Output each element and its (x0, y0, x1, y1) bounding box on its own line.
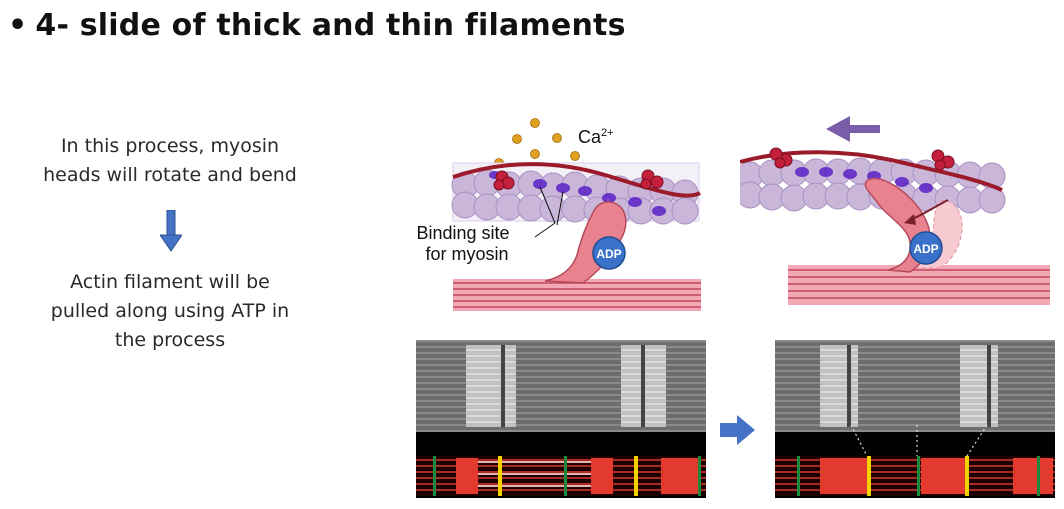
title-bullet: • (8, 8, 28, 43)
myosin-bend-diagram: ADP (740, 116, 1050, 305)
direction-arrow-icon (826, 116, 880, 142)
process-description: In this process, myosin heads will rotat… (20, 132, 320, 190)
right-arrow-icon (720, 415, 755, 445)
slide-title: •4- slide of thick and thin filaments (8, 8, 626, 43)
description-line-5: the process (114, 329, 226, 351)
myosin-head-previous (908, 200, 963, 269)
sarcomere-schematic-relaxed (416, 456, 706, 496)
description-line-2: heads will rotate and bend (43, 164, 297, 186)
tropomyosin-strand (452, 162, 701, 198)
binding-site-label-2: for myosin (425, 244, 508, 264)
binding-site-label: Binding site (416, 223, 509, 243)
sarcomere-schematic-contracted (775, 456, 1055, 496)
description-line-3: Actin filament will be (70, 271, 270, 293)
rotation-arrowhead-icon (904, 214, 916, 225)
actin-description: Actin filament will be pulled along usin… (20, 268, 320, 355)
troponin-left-right (769, 147, 793, 169)
calcium-label: Ca2+ (578, 127, 614, 147)
adp-molecule-right (909, 231, 943, 265)
myosin-binding-diagram: Ca2+ ADP Binding site (416, 118, 701, 311)
callout-line-2 (556, 191, 564, 226)
description-line-1: In this process, myosin (60, 135, 280, 157)
troponin-right (640, 169, 664, 190)
title-text: 4- slide of thick and thin filaments (35, 8, 626, 43)
thick-filament-right (788, 265, 1050, 305)
thick-filament (453, 279, 701, 311)
contraction-guides (850, 424, 988, 457)
callout-line-1 (534, 186, 556, 238)
adp-molecule (592, 236, 626, 270)
down-arrow-icon (160, 210, 182, 252)
calcium-ions (494, 118, 580, 168)
adp-label-right: ADP (913, 242, 938, 256)
troponin-right-right (931, 149, 955, 171)
sarcomere-micrograph-relaxed (416, 340, 706, 498)
adp-label: ADP (596, 247, 621, 261)
troponin-left (493, 170, 515, 191)
sarcomere-micrograph-contracted (775, 340, 1055, 498)
description-line-4: pulled along using ATP in (50, 300, 290, 322)
binding-sites-right (795, 167, 933, 193)
